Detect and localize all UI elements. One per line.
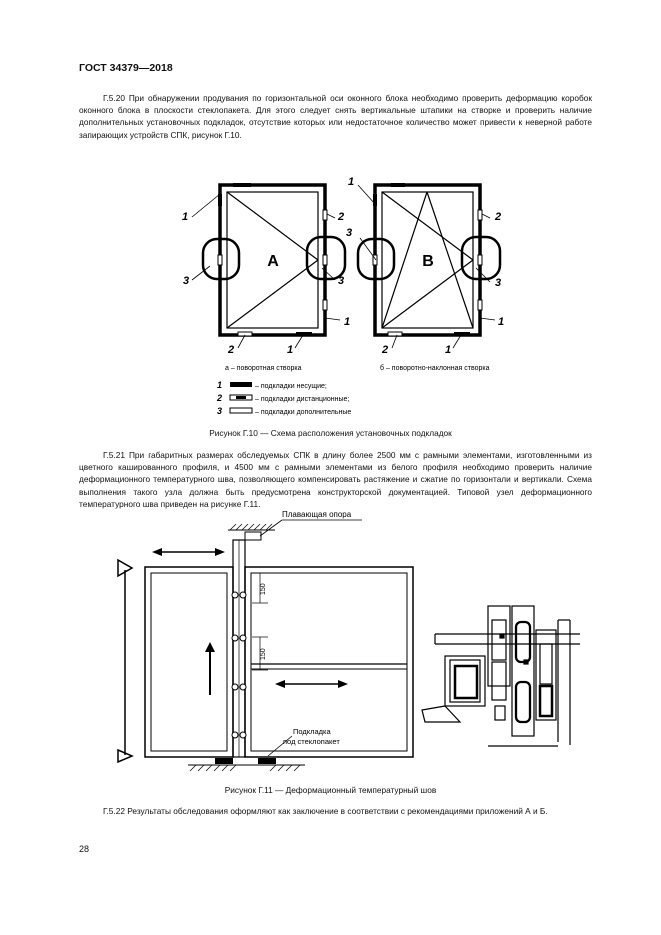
callout-3: 3 bbox=[183, 275, 189, 287]
svg-text:– подкладки дистанционные;: – подкладки дистанционные; bbox=[255, 396, 349, 403]
dimension-150-upper: 150 bbox=[260, 583, 267, 595]
letter-b: В bbox=[422, 253, 434, 270]
subcaption-b: б – поворотно-наклонная створка bbox=[380, 364, 490, 372]
figure-g11-caption: Рисунок Г.11 — Деформационный температур… bbox=[224, 785, 437, 795]
callout-2: 2 bbox=[381, 344, 388, 356]
svg-text:3: 3 bbox=[217, 406, 222, 416]
profile-cross-section bbox=[421, 605, 580, 747]
callout-2: 2 bbox=[227, 344, 234, 356]
callout-1: 1 bbox=[182, 211, 188, 223]
svg-text:2: 2 bbox=[216, 393, 222, 403]
figure-g11: Плавающая опора 150 150 bbox=[117, 510, 580, 772]
svg-text:1: 1 bbox=[217, 380, 222, 390]
callout-2: 2 bbox=[337, 211, 344, 223]
floating-support-label: Плавающая опора bbox=[282, 510, 352, 519]
standard-header: ГОСТ 34379—2018 bbox=[79, 62, 173, 74]
window-a: А bbox=[201, 183, 347, 337]
page-number: 28 bbox=[79, 844, 90, 854]
pad-label-line2: под стеклопакет bbox=[283, 737, 340, 746]
paragraph-g520: Г.5.20 При обнаружении продувания по гор… bbox=[79, 93, 592, 140]
figure-g10: А В bbox=[182, 176, 504, 416]
callout-1: 1 bbox=[445, 344, 451, 356]
dimension-150-lower: 150 bbox=[260, 648, 267, 660]
pad-label-line1: Подкладка bbox=[293, 727, 332, 736]
window-b: В bbox=[356, 183, 502, 337]
paragraph-g522: Г.5.22 Результаты обследования оформляют… bbox=[103, 806, 548, 816]
subcaption-a: а – поворотная створка bbox=[225, 365, 302, 372]
callout-2: 2 bbox=[494, 211, 501, 223]
figure-g10-caption: Рисунок Г.10 — Схема расположения устано… bbox=[209, 428, 452, 438]
letter-a: А bbox=[267, 253, 279, 270]
svg-text:– подкладки несущие;: – подкладки несущие; bbox=[255, 383, 327, 390]
paragraph-g521: Г.5.21 При габаритных размерах обследуем… bbox=[79, 450, 592, 509]
leader-lines bbox=[191, 184, 496, 349]
callout-numbers: 1 2 3 3 1 2 1 1 2 3 3 1 2 1 bbox=[182, 176, 504, 356]
callout-3: 3 bbox=[346, 227, 352, 239]
legend: 1 – подкладки несущие; 2 – подкладки дис… bbox=[216, 380, 351, 416]
callout-1: 1 bbox=[498, 316, 504, 328]
callout-1: 1 bbox=[287, 344, 293, 356]
callout-1: 1 bbox=[344, 316, 350, 328]
callout-1: 1 bbox=[348, 176, 354, 188]
callout-3: 3 bbox=[495, 277, 501, 289]
svg-text:– подкладки дополнительные: – подкладки дополнительные bbox=[255, 409, 351, 416]
callout-3: 3 bbox=[338, 275, 344, 287]
